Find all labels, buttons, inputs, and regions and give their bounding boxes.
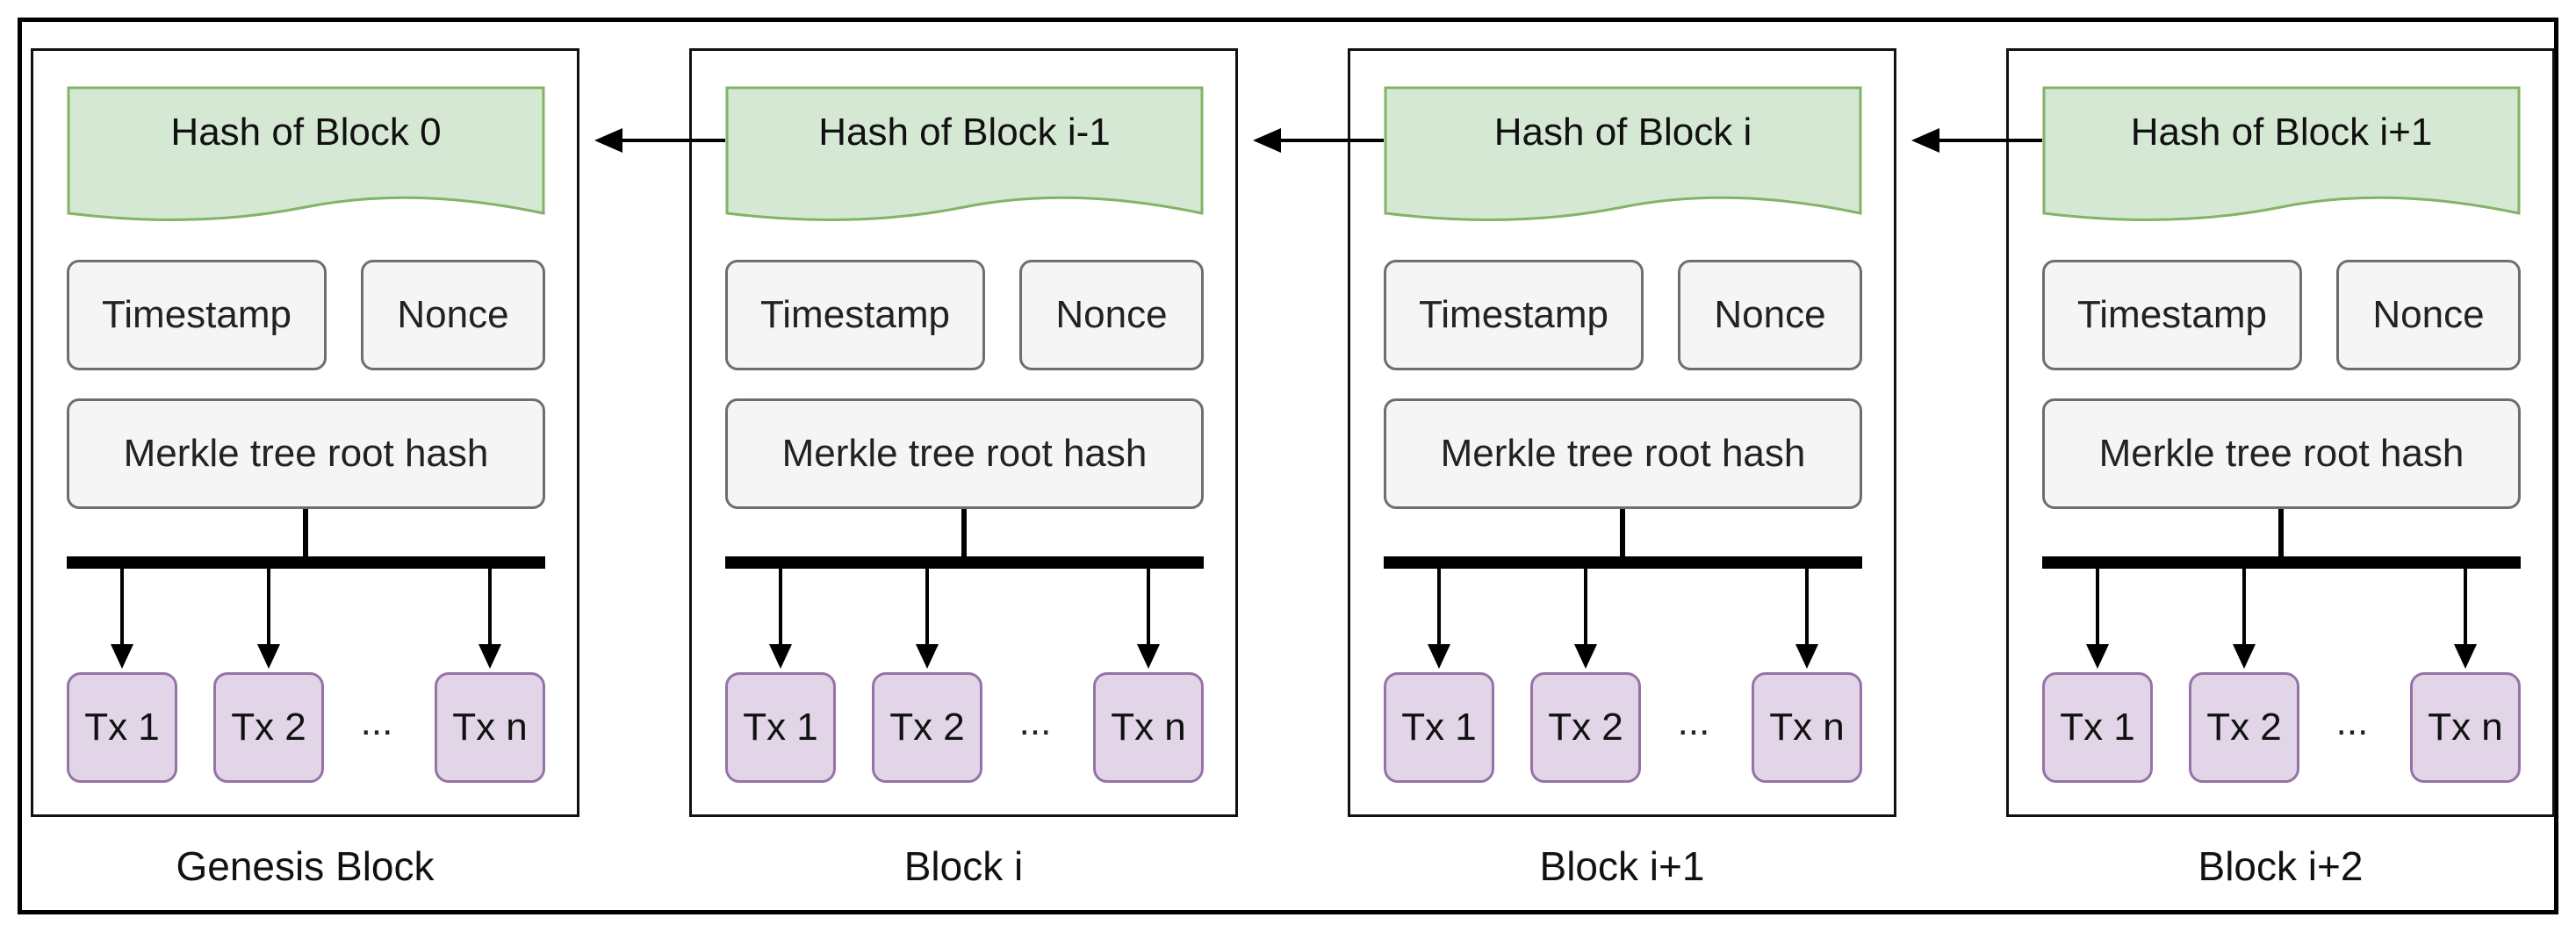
- hash-box: Hash of Block i+1: [2042, 86, 2521, 226]
- hash-box: Hash of Block i-1: [725, 86, 1204, 226]
- tx-1: Tx 1: [1384, 672, 1494, 783]
- hash-label: Hash of Block i: [1493, 111, 1752, 154]
- block-genesis: Hash of Block 0 Timestamp Nonce Merkle t…: [31, 48, 579, 817]
- merkle-root-field: Merkle tree root hash: [67, 398, 545, 509]
- nonce-field: Nonce: [361, 260, 545, 370]
- tx-2: Tx 2: [872, 672, 982, 783]
- block-caption: Block i: [903, 843, 1024, 889]
- tx-2: Tx 2: [213, 672, 324, 783]
- block-i: Hash of Block i-1 Timestamp Nonce Merkle…: [689, 48, 1238, 817]
- nonce-field: Nonce: [1678, 260, 1862, 370]
- timestamp-field: Timestamp: [67, 260, 327, 370]
- nonce-field: Nonce: [1019, 260, 1204, 370]
- hash-box: Hash of Block 0: [67, 86, 545, 226]
- hash-label: Hash of Block i-1: [818, 111, 1111, 154]
- diagram-frame: Hash of Block 0 Timestamp Nonce Merkle t…: [18, 18, 2558, 914]
- timestamp-field: Timestamp: [725, 260, 985, 370]
- tx-ellipsis: ...: [1677, 700, 1710, 743]
- tx-ellipsis: ...: [360, 700, 393, 743]
- tx-ellipsis: ...: [1018, 700, 1052, 743]
- tx-n: Tx n: [1093, 672, 1204, 783]
- tx-1: Tx 1: [725, 672, 836, 783]
- chain-links: [594, 128, 2042, 153]
- block-caption: Block i+1: [1539, 843, 1705, 889]
- block-caption: Block i+2: [2198, 843, 2364, 889]
- hash-label: Hash of Block i+1: [2130, 111, 2433, 154]
- merkle-root-field: Merkle tree root hash: [725, 398, 1204, 509]
- chain-link-arrowhead: [1253, 128, 1281, 153]
- merkle-root-field: Merkle tree root hash: [1384, 398, 1862, 509]
- nonce-field: Nonce: [2336, 260, 2521, 370]
- tx-2: Tx 2: [1530, 672, 1641, 783]
- tx-ellipsis: ...: [2335, 700, 2369, 743]
- hash-shape: [725, 86, 1204, 222]
- hash-shape: [1384, 86, 1862, 222]
- chain-link-arrowhead: [1911, 128, 1939, 153]
- tx-n: Tx n: [435, 672, 545, 783]
- hash-label: Hash of Block 0: [170, 111, 442, 154]
- timestamp-field: Timestamp: [2042, 260, 2302, 370]
- tx-2: Tx 2: [2189, 672, 2299, 783]
- tx-n: Tx n: [1752, 672, 1862, 783]
- chain-link-arrowhead: [594, 128, 622, 153]
- block-i-plus-1: Hash of Block i Timestamp Nonce Merkle t…: [1348, 48, 1896, 817]
- tx-n: Tx n: [2410, 672, 2521, 783]
- tx-1: Tx 1: [67, 672, 177, 783]
- block-caption: Genesis Block: [176, 843, 435, 889]
- hash-box: Hash of Block i: [1384, 86, 1862, 226]
- hash-shape: [2042, 86, 2521, 222]
- merkle-root-field: Merkle tree root hash: [2042, 398, 2521, 509]
- hash-shape: [67, 86, 545, 222]
- block-i-plus-2: Hash of Block i+1 Timestamp Nonce Merkle…: [2006, 48, 2555, 817]
- timestamp-field: Timestamp: [1384, 260, 1644, 370]
- tx-1: Tx 1: [2042, 672, 2153, 783]
